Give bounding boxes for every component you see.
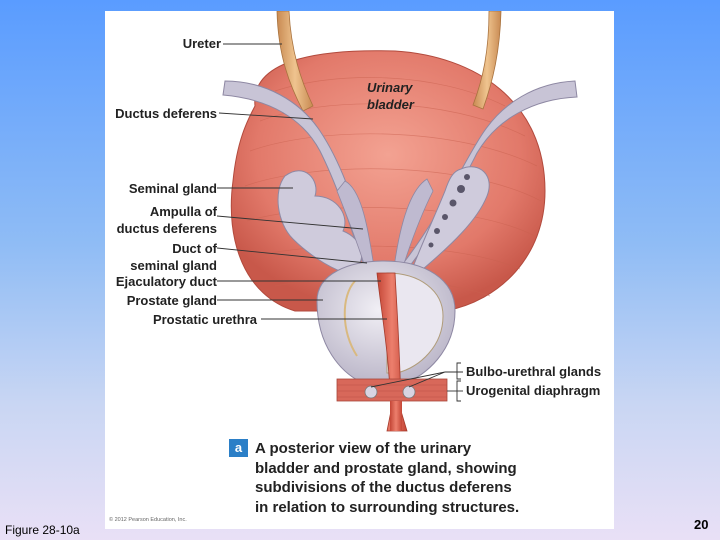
label-seminal-gland: Seminal gland [128,181,217,196]
label-prostatic-urethra: Prostatic urethra [152,312,257,327]
label-ductus-deferens: Ductus deferens [115,106,217,121]
figure-label: Figure 28-10a [5,523,80,537]
caption-badge: a [229,439,248,457]
left-bulbo-urethral-gland [364,385,378,399]
label-prostate-gland: Prostate gland [126,293,217,308]
right-ureter [472,11,502,110]
label-urogenital-diaphragm: Urogenital diaphragm [466,383,601,398]
label-ejaculatory-duct: Ejaculatory duct [115,274,217,289]
label-ureter: Ureter [182,36,221,51]
figure-caption: A posterior view of the urinary bladder … [255,440,520,516]
anatomy-illustration [216,11,578,432]
right-seminal-gland-lumen [428,174,470,248]
leader-lines [216,43,463,392]
label-bulbo-urethral-glands: Bulbo-urethral glands [466,364,602,379]
prostate-cut-surface [386,272,444,374]
label-urinary-bladder: Urinary bladder [367,80,414,112]
right-bulbo-urethral-gland [402,385,416,399]
figure-panel: Ureter Urinary bladder Ductus deferens S… [105,11,614,529]
page-number: 20 [694,517,709,532]
label-ampulla: Ampulla of ductus deferens [116,204,217,236]
copyright-notice: © 2012 Pearson Education, Inc. [109,517,187,523]
label-duct-of-seminal-gland: Duct of seminal gland [130,241,217,273]
left-ureter [276,11,314,112]
